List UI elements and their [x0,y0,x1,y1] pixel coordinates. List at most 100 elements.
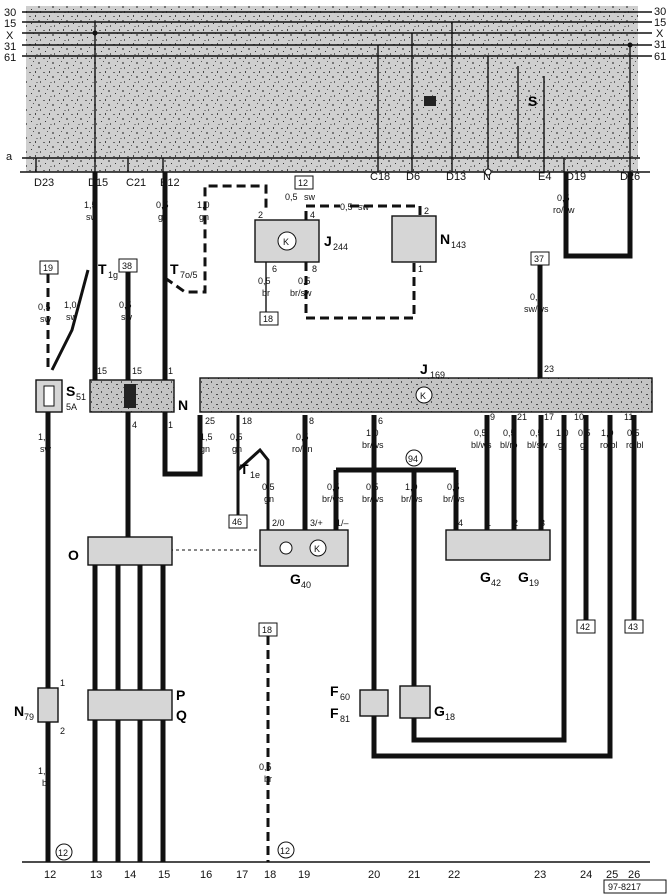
wire-j18-size: 0,5 [230,432,243,442]
panel-internal-wires [35,22,633,172]
j244-k: K [283,237,289,247]
g42-name: G [480,569,491,585]
wire-t1e-size: 0,5 [262,482,275,492]
s51-rating: 5A [66,402,77,412]
heater-n79 [37,687,59,723]
wire-br-ws-c-color: br/ws [401,494,423,504]
connector-d19: D19 [566,171,586,183]
switch-o [87,536,173,566]
n-pin-1b: 1 [168,420,173,430]
bus-label-right-31: 31 [654,39,666,51]
wire-br-ws-b-color: br/ws [362,494,384,504]
g42-pin-1: 1 [486,518,491,528]
j169-pin-23: 23 [544,364,554,374]
j169-pin-25: 25 [205,416,215,426]
wire-n-out-color: gn [200,444,210,454]
j244-sub: 244 [333,242,348,252]
wire-j8-size: 0,5 [296,432,309,442]
bottom-num-26: 26 [628,869,640,881]
f60-name: F [330,683,339,699]
wire-w37-color: sw/ws [524,304,549,314]
wire-d19-size: 0,5 [557,193,570,203]
ref-43: 43 [628,622,638,632]
bottom-num-17: 17 [236,869,248,881]
wire-j21-color: bl/ro [500,440,518,450]
wire-j10a-color: gr [558,440,566,450]
p-name: P [176,687,185,703]
wire-t-left-size: 0,5 [38,302,51,312]
j169-pin-10: 10 [574,412,584,422]
bottom-num-14: 14 [124,869,136,881]
wire-j17-size: 0,5 [530,428,543,438]
valve-n143 [391,215,437,263]
wire-br-ws-a-color: br/ws [322,494,344,504]
wire-j10b-size: 0,5 [578,428,591,438]
wire-t1e-color: gn [264,494,274,504]
g40-pin-20: 2/0 [272,518,285,528]
wire-d19-color: ro/sw [553,205,575,215]
wire-j11a-color: ro/bl [600,440,618,450]
wire-j244-sw-color: sw [358,202,370,212]
wire-s51-out-color: sw [40,444,52,454]
j169-pin-11: 11 [624,412,633,422]
bottom-num-18: 18 [264,869,276,881]
bus-label-right-30: 30 [654,6,666,18]
n143-pin-2: 2 [424,206,429,216]
j169-sub: 169 [430,370,445,380]
ref-37: 37 [534,254,544,264]
ref-38: 38 [122,261,132,271]
g18-sub: 18 [445,712,455,722]
j169-k: K [420,391,426,401]
n-pin-4: 4 [132,420,137,430]
j244-pin-8: 8 [312,264,317,274]
j244-pin-2: 2 [258,210,263,220]
j244-pin-6: 6 [272,264,277,274]
wire-j6-color: br/ws [362,440,384,450]
n79-name: N [14,703,24,719]
bus-label-right-x: X [656,28,664,40]
bottom-num-16: 16 [200,869,212,881]
wire-j8-color: ro/gn [292,444,313,454]
wire-t-mid-color: sw [66,312,78,322]
wire-18-color: br [264,774,272,784]
j244-name: J [324,233,332,249]
bus-label-61: 61 [4,52,16,64]
switch-o-name: O [68,547,79,563]
wire-t38-color: sw [121,312,133,322]
wire-j11a-size: 1,0 [601,428,614,438]
wire-br-ws-d-size: 0,5 [447,482,460,492]
circle-12a: 12 [58,848,68,858]
relay-p-q [87,689,173,721]
bottom-num-15: 15 [158,869,170,881]
reference-boxes: 12 18 19 38 37 46 42 43 18 94 12 12 [39,175,644,861]
q-name: Q [176,707,187,723]
bus-label-31: 31 [4,41,16,53]
n79-pin-1: 1 [60,678,65,688]
ref-12: 12 [298,178,308,188]
ref-18: 18 [263,314,273,324]
g40-name: G [290,571,301,587]
wire-e12-color: gn [158,212,168,222]
bottom-num-23: 23 [534,869,546,881]
wire-w37-size: 0,5 [530,292,543,302]
wire-j9-color: bl/ws [471,440,492,450]
bottom-num-19: 19 [298,869,310,881]
panel-letter: a [6,151,13,163]
wire-j21-size: 0,5 [503,428,516,438]
j169-pin-21: 21 [517,412,527,422]
connector-n: N [483,171,491,183]
wire-j11b-color: ro/bl [626,440,644,450]
n79-pin-2: 2 [60,726,65,736]
wire-d15-color: sw [86,212,98,222]
wire-e12-size: 0,5 [156,200,169,210]
wire-n79-out-color: br [42,778,50,788]
j169-pin-9: 9 [490,412,495,422]
n-pin-15b: 15 [132,366,142,376]
g42-sub: 42 [491,578,501,588]
wire-gn-a-size: 1,0 [197,200,210,210]
j169-pin-6: 6 [378,416,383,426]
bottom-numbers: 12 13 14 15 16 17 18 19 20 21 22 23 24 2… [44,869,640,881]
connector-c21: C21 [126,177,146,189]
wire-18-size: 0,5 [259,762,272,772]
